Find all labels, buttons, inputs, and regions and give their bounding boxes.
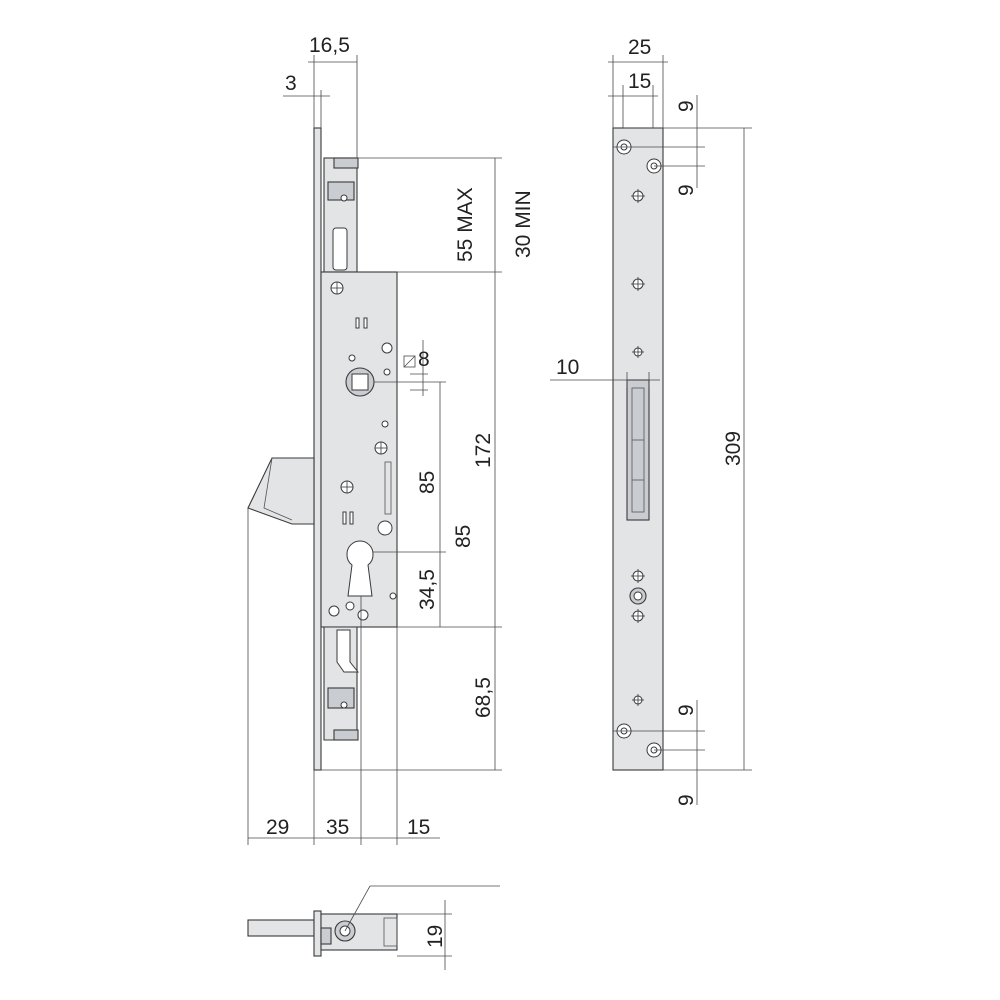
top-case <box>320 913 398 951</box>
case-hole-d <box>381 420 389 428</box>
upper-bolt-head <box>333 157 359 169</box>
case-screw-bottom-a <box>328 605 340 617</box>
lower-bolt-pin <box>340 701 348 709</box>
dim-latch-offset: 10 <box>556 356 579 379</box>
faceplate-latch-opening <box>626 379 650 521</box>
faceplate-dimension-labels: 25 15 9 9 10 309 9 9 <box>556 36 745 806</box>
dim-hole-offset-top-1: 9 <box>675 100 698 112</box>
case-hole-e <box>377 520 393 536</box>
case-screw-bottom-c <box>357 609 369 621</box>
dim-top-width: 16,5 <box>309 34 350 57</box>
faceplate-view <box>612 127 664 771</box>
dim-top-view-height: 19 <box>424 925 447 948</box>
dim-faceplate-thickness: 3 <box>285 72 297 95</box>
front-dimensions <box>247 55 502 845</box>
top-view <box>247 910 398 957</box>
front-faceplate <box>313 127 322 771</box>
dim-cylinder-to-top: 85 <box>452 525 475 548</box>
dim-total-length: 309 <box>722 431 745 466</box>
dim-top-extension-min: 30 MIN <box>512 190 535 258</box>
case-slot-1 <box>355 317 360 329</box>
upper-bar-slot <box>332 227 348 271</box>
case-hole-b <box>348 354 356 362</box>
case-hole-a <box>381 342 393 354</box>
cylinder-cutout <box>346 540 374 597</box>
dim-case-height: 172 <box>472 433 495 468</box>
case-hole-c <box>383 368 391 376</box>
top-latch <box>247 919 315 937</box>
dim-square-spindle: 8 <box>418 348 430 371</box>
front-dimension-labels: 16,5 3 55 MAX 30 MIN 8 172 85 85 34,5 68… <box>266 34 535 839</box>
case-slot-3 <box>342 511 347 525</box>
upper-bolt-pin <box>340 194 348 202</box>
dim-hole-offset-bottom-2: 9 <box>675 794 698 806</box>
top-collar <box>320 927 332 945</box>
dim-hole-offset-bottom-1: 9 <box>675 704 698 716</box>
dim-latch-projection: 29 <box>266 816 289 839</box>
square-spindle-hole <box>351 373 369 391</box>
case-hole-f <box>389 592 397 600</box>
dim-top-extension-max: 55 MAX <box>454 187 477 262</box>
case-screw-bottom-b <box>345 601 355 611</box>
dim-bottom-extension: 68,5 <box>472 677 495 718</box>
upper-bolt-block <box>327 181 355 201</box>
faceplate-dimensions <box>550 55 752 805</box>
case-guide <box>384 461 392 515</box>
case-slot-4 <box>349 511 354 525</box>
lower-bolt-block <box>327 687 355 709</box>
dim-handle-to-cylinder: 85 <box>416 471 439 494</box>
case-slot-2 <box>363 317 368 329</box>
lower-bar-notch <box>336 629 360 673</box>
top-faceplate <box>313 910 322 957</box>
latch-bolt-edge <box>263 457 293 521</box>
dim-case-depth: 15 <box>407 816 430 839</box>
dim-hole-offset-top-2: 9 <box>675 184 698 196</box>
lower-bolt-head <box>333 729 359 741</box>
dim-faceplate-width: 25 <box>628 36 651 59</box>
dim-backset: 35 <box>326 816 349 839</box>
top-dimensions: 19 <box>344 885 500 970</box>
front-view <box>247 127 398 771</box>
dim-cylinder-to-bottom: 34,5 <box>416 569 439 610</box>
latch-bolt <box>247 457 315 525</box>
dim-faceplate-inner-width: 15 <box>628 70 651 93</box>
